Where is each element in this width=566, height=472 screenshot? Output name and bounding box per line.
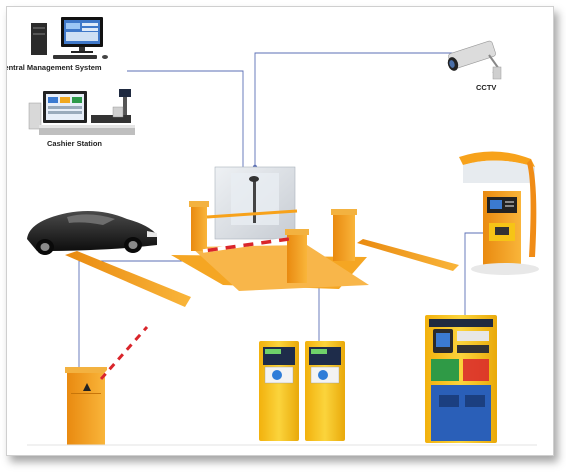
computer-icon xyxy=(31,17,108,59)
ticket-dispenser-icon xyxy=(259,341,345,441)
cctv-label: CCTV xyxy=(476,83,497,92)
barrier-gate-icon xyxy=(65,326,149,445)
guard-booth xyxy=(214,166,296,240)
parking-kiosk-icon xyxy=(459,151,539,275)
parking-system-diagram: Central Management System Cashier Statio… xyxy=(6,6,554,456)
cashier-station-label: Cashier Station xyxy=(47,139,103,148)
cashier-terminal-icon xyxy=(28,89,135,135)
central-management-label: Central Management System xyxy=(6,63,102,72)
cctv-camera-icon xyxy=(447,40,502,80)
diagram-canvas xyxy=(27,17,539,446)
curb-bars xyxy=(65,239,459,307)
pay-station-icon xyxy=(425,315,497,443)
sports-car-icon xyxy=(27,211,157,255)
barrier-gate-icon xyxy=(189,201,357,283)
